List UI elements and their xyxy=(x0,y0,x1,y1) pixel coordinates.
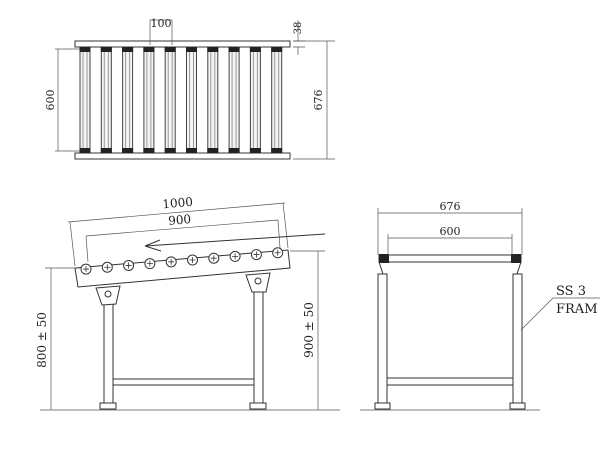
roller-end-cap xyxy=(100,47,112,52)
roller-end-cap xyxy=(122,148,134,153)
front-top-roller xyxy=(378,254,522,263)
left-foot xyxy=(99,402,117,410)
bottom-rail xyxy=(74,152,291,160)
roller-end-cap xyxy=(79,148,91,153)
front-right-leg xyxy=(512,273,523,406)
roller-end-cap xyxy=(249,47,261,52)
roller xyxy=(122,47,134,153)
top-view: 100 38 676 600 xyxy=(44,17,335,160)
front-outer-dimension xyxy=(377,208,523,255)
front-brackets xyxy=(378,261,522,275)
roller xyxy=(207,47,219,153)
roller-end-cap xyxy=(79,47,91,52)
callout-line-1: SS 3 xyxy=(556,284,586,299)
front-left-foot xyxy=(374,402,391,410)
front-left-leg xyxy=(377,273,388,406)
roller xyxy=(186,47,197,153)
roller xyxy=(100,47,112,153)
roller-end-cap xyxy=(186,47,197,52)
inner-width-label: 600 xyxy=(44,90,57,111)
roller-end-cap xyxy=(164,47,176,52)
side-roller-icon xyxy=(101,261,113,273)
cross-bar xyxy=(112,378,255,386)
front-inner-dimension xyxy=(387,234,513,255)
side-roller-icon xyxy=(208,252,220,264)
left-pivot-icon xyxy=(104,290,112,298)
height-low-dimension xyxy=(45,267,80,410)
side-view: 1000 900 800 ± 50 900 ± 50 xyxy=(35,195,340,411)
length-inner-label: 900 xyxy=(168,212,192,228)
side-roller-icon xyxy=(272,247,284,259)
right-pivot-icon xyxy=(254,277,262,285)
left-bracket xyxy=(95,285,121,306)
side-roller-icon xyxy=(229,250,241,262)
top-rail xyxy=(74,40,291,48)
roller-group xyxy=(79,47,283,153)
roller-end-cap xyxy=(207,148,219,153)
height-high-dimension xyxy=(290,250,325,410)
right-bracket xyxy=(245,272,271,293)
outer-width-label: 676 xyxy=(312,90,325,111)
side-roller-group xyxy=(80,247,284,275)
inner-width-dimension xyxy=(55,48,80,152)
length-outer-dimension xyxy=(67,202,289,267)
side-roller-icon xyxy=(144,258,156,270)
height-high-label: 900 ± 50 xyxy=(302,302,316,358)
length-inner-dimension xyxy=(85,219,281,263)
roller xyxy=(143,47,155,153)
front-inner-label: 600 xyxy=(440,225,461,238)
side-roller-icon xyxy=(123,259,135,271)
side-roller-icon xyxy=(165,256,177,268)
length-outer-label: 1000 xyxy=(162,195,194,212)
outer-width-dimension xyxy=(293,40,335,160)
front-view: 676 600 SS 3 FRAM xyxy=(360,200,600,411)
roller-end-cap xyxy=(249,148,261,153)
roller-end-cap xyxy=(228,148,240,153)
front-left-bearing xyxy=(379,254,389,263)
callout-line-2: FRAM xyxy=(556,302,598,317)
right-leg xyxy=(253,275,264,406)
roller xyxy=(271,47,283,153)
front-cross-bar xyxy=(386,377,514,386)
pitch-dimension xyxy=(149,19,173,45)
roller-end-cap xyxy=(100,148,112,153)
roller-end-cap xyxy=(271,47,283,52)
front-outer-label: 676 xyxy=(440,200,461,213)
roller xyxy=(249,47,261,153)
side-roller-icon xyxy=(187,254,198,266)
side-roller-icon xyxy=(80,263,92,275)
front-right-foot xyxy=(509,402,526,410)
roller-end-cap xyxy=(186,148,197,153)
roller xyxy=(164,47,176,153)
roller-end-cap xyxy=(143,148,155,153)
roller-end-cap xyxy=(271,148,283,153)
right-foot xyxy=(249,402,267,410)
roller-end-cap xyxy=(207,47,219,52)
pitch-label: 100 xyxy=(151,17,172,30)
flow-direction-arrow-icon xyxy=(144,233,326,252)
callout-leader xyxy=(520,297,600,331)
roller-end-cap xyxy=(122,47,134,52)
roller-end-cap xyxy=(228,47,240,52)
side-roller-icon xyxy=(250,249,262,261)
height-low-label: 800 ± 50 xyxy=(35,312,49,368)
left-leg xyxy=(103,289,114,406)
roller-end-cap xyxy=(164,148,176,153)
front-right-bearing xyxy=(511,254,521,263)
roller xyxy=(228,47,240,153)
roller xyxy=(79,47,91,153)
rail-label: 38 xyxy=(293,22,304,35)
roller-end-cap xyxy=(143,47,155,52)
